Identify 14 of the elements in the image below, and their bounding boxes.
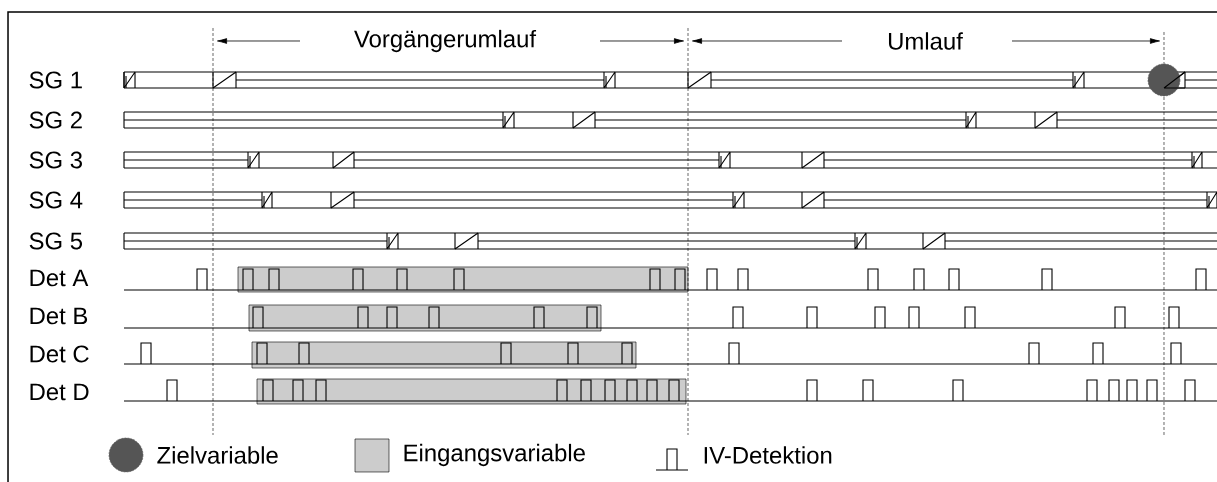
legend-text: Zielvariable <box>157 446 278 464</box>
cycle-label: Vorgängerumlauf <box>354 29 537 53</box>
legend-text: Eingangsvariable <box>404 443 585 467</box>
row-label: SG 2 <box>29 111 82 129</box>
row-label: SG 3 <box>29 151 82 169</box>
row-label: Det D <box>30 383 89 401</box>
row-label: Det B <box>30 307 88 325</box>
row-label: SG 5 <box>29 232 83 250</box>
row-label: Det A <box>30 269 89 287</box>
cycle-label: Umlauf <box>889 32 963 50</box>
legend-text: IV-Detektion <box>704 446 832 464</box>
row-label: Det C <box>30 345 89 363</box>
row-label: SG 4 <box>29 191 83 209</box>
row-label: SG 1 <box>29 71 82 89</box>
